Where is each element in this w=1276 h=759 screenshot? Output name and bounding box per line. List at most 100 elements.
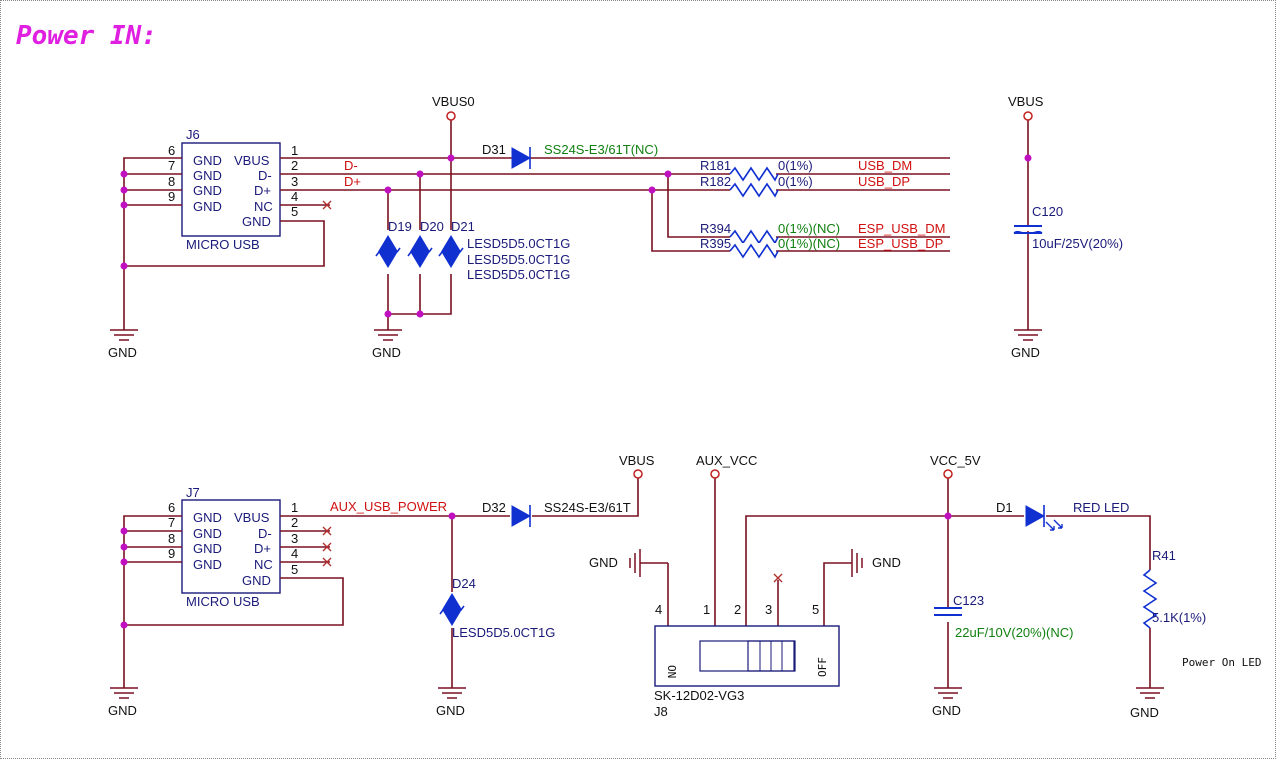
r394-ref: R394 [700, 221, 731, 236]
vbus-bottom-label: VBUS [619, 453, 655, 468]
j6-label-vbus: VBUS [234, 153, 270, 168]
c123-ref: C123 [953, 593, 984, 608]
j7-pin-2: 2 [291, 515, 298, 530]
gnd-label-j8-left: GND [589, 555, 618, 570]
gnd-symbol-j7: GND [108, 687, 138, 718]
resistor-r181: R181 0(1%) [700, 158, 813, 182]
d24-ref: D24 [452, 576, 476, 591]
r395-value: 0(1%)(NC) [778, 236, 840, 251]
gnd-label-tvs: GND [372, 345, 401, 360]
j8-pin-5: 5 [812, 602, 819, 617]
sheet-title: Power IN: [16, 21, 157, 51]
j6-label-gnd6: GND [193, 153, 222, 168]
gnd-label-j8-right: GND [872, 555, 901, 570]
j6-label-gnd7: GND [193, 168, 222, 183]
r41-ref: R41 [1152, 548, 1176, 563]
d20-ref: D20 [420, 219, 444, 234]
gnd-symbol-c123: GND [932, 687, 962, 718]
j6-label-dplus: D+ [254, 183, 271, 198]
r182-ref: R182 [700, 174, 731, 189]
j8-pin-2: 2 [734, 602, 741, 617]
switch-j8: ON OFF 4 1 2 3 5 SK-12D02-VG3 J8 [654, 602, 840, 719]
tvs-d24: D24 LESD5D5.0CT1G [439, 576, 555, 640]
c120-ref: C120 [1032, 204, 1063, 219]
d1-value: RED LED [1073, 500, 1129, 515]
led-d1: D1 RED LED [996, 500, 1129, 531]
tvs-d20: D20 [407, 219, 444, 268]
resistor-r41: R41 5.1K(1%) [1142, 548, 1206, 629]
net-label-dplus: D+ [344, 174, 361, 189]
j7-label-dminus: D- [258, 526, 272, 541]
j7-pin-8: 8 [168, 531, 175, 546]
gnd-label-j6: GND [108, 345, 137, 360]
j6-pin-4: 4 [291, 189, 298, 204]
j7-label-gnd5: GND [242, 573, 271, 588]
gnd-symbol-c120: GND [1011, 329, 1042, 360]
j6-label-dminus: D- [258, 168, 272, 183]
gnd-symbol-j6: GND [108, 329, 138, 360]
j6-pin-1: 1 [291, 143, 298, 158]
d32-ref: D32 [482, 500, 506, 515]
j6-label-gnd8: GND [193, 183, 222, 198]
d1-ref: D1 [996, 500, 1013, 515]
j7-pin-6: 6 [168, 500, 175, 515]
power-port-aux-vcc: AUX_VCC [696, 453, 757, 479]
j7-nc-marks [322, 526, 332, 567]
j6-pin-6: 6 [168, 143, 175, 158]
j8-pin-4: 4 [655, 602, 662, 617]
d24-value: LESD5D5.0CT1G [452, 625, 555, 640]
tvs-d19: D19 [375, 219, 412, 268]
c120-value: 10uF/25V(20%) [1032, 236, 1123, 251]
j7-label-gnd6: GND [193, 510, 222, 525]
j7-label-dplus: D+ [254, 541, 271, 556]
net-label-esp-usb-dp: ESP_USB_DP [858, 236, 943, 251]
power-port-vcc-5v: VCC_5V [930, 453, 981, 479]
d31-ref: D31 [482, 142, 506, 157]
j7-pin-4: 4 [291, 546, 298, 561]
j7-label-gnd7: GND [193, 526, 222, 541]
j7-name: MICRO USB [186, 594, 260, 609]
j6-pin-9: 9 [168, 189, 175, 204]
net-label-esp-usb-dm: ESP_USB_DM [858, 221, 945, 236]
capacitor-c120: C120 10uF/25V(20%) [1013, 204, 1123, 251]
j8-off-label: OFF [816, 657, 829, 677]
net-label-aux-usb-power: AUX_USB_POWER [330, 499, 447, 514]
resistor-r182: R182 0(1%) [700, 174, 813, 198]
diode-d32: D32 SS24S-E3/61T [482, 500, 631, 527]
j8-ref: J8 [654, 704, 668, 719]
capacitor-c123: C123 22uF/10V(20%)(NC) [934, 593, 1074, 640]
resistor-r395: R395 0(1%)(NC) [700, 236, 840, 259]
junctions-bottom [120, 512, 952, 629]
j6-pin-3: 3 [291, 174, 298, 189]
gnd-symbol-j8-right: GND [851, 549, 901, 577]
j7-label-gnd9: GND [193, 557, 222, 572]
gnd-symbol-tvs: GND [372, 329, 402, 360]
j7-pin-7: 7 [168, 515, 175, 530]
j7-label-nc: NC [254, 557, 273, 572]
j6-label-gnd9: GND [193, 199, 222, 214]
j7-pin-5: 5 [291, 562, 298, 577]
j7-pin-9: 9 [168, 546, 175, 561]
d21-value: LESD5D5.0CT1G [467, 267, 570, 282]
j8-pin-1: 1 [703, 602, 710, 617]
j6-pin-8: 8 [168, 174, 175, 189]
gnd-label-d24: GND [436, 703, 465, 718]
connector-j6: J6 MICRO USB GND GND GND GND VBUS D- D+ … [168, 127, 298, 252]
resistor-r394: R394 0(1%)(NC) [700, 221, 840, 245]
d31-value: SS24S-E3/61T(NC) [544, 142, 658, 157]
j6-nc-mark [322, 200, 332, 210]
j6-pin-7: 7 [168, 158, 175, 173]
gnd-label-c123: GND [932, 703, 961, 718]
j6-label-gnd5: GND [242, 214, 271, 229]
r181-value: 0(1%) [778, 158, 813, 173]
j7-pin-1: 1 [291, 500, 298, 515]
gnd-symbol-r41: GND [1130, 687, 1164, 720]
d19-value: LESD5D5.0CT1G [467, 236, 570, 251]
j6-name: MICRO USB [186, 237, 260, 252]
j7-label-gnd8: GND [193, 541, 222, 556]
gnd-symbol-d24: GND [436, 687, 466, 718]
r182-value: 0(1%) [778, 174, 813, 189]
r395-ref: R395 [700, 236, 731, 251]
net-label-usb-dm: USB_DM [858, 158, 912, 173]
j7-ref: J7 [186, 485, 200, 500]
